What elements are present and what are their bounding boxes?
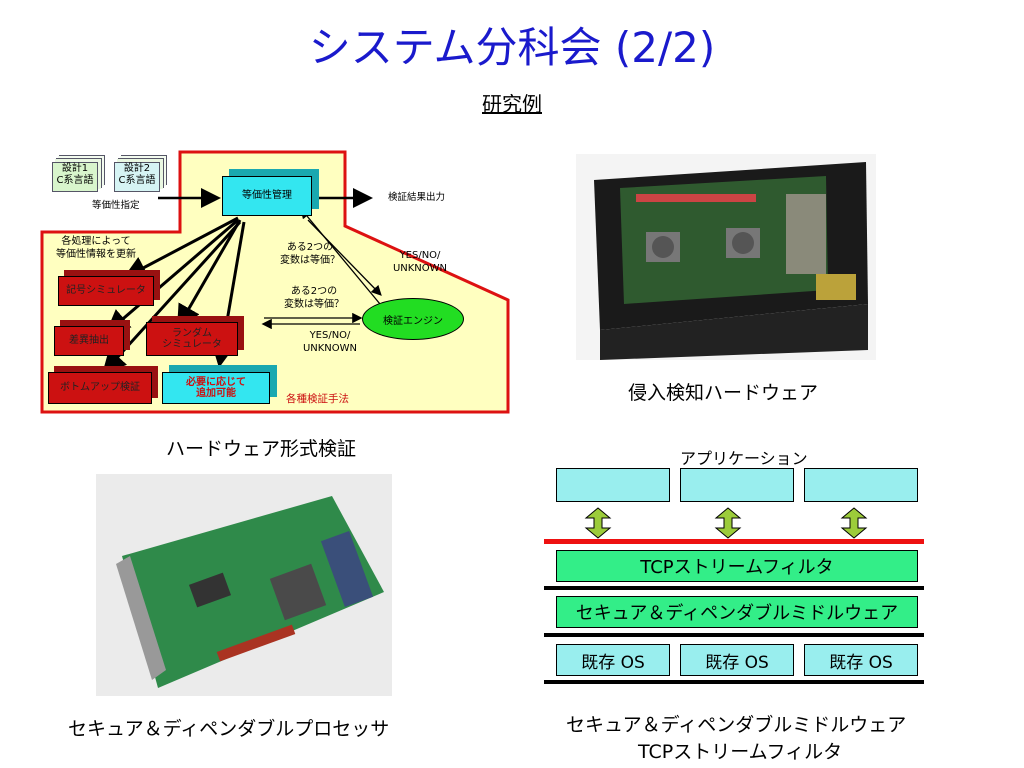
os-box-1: 既存 OS — [556, 644, 670, 676]
answer-1: YES/NO/ UNKNOWN — [384, 250, 456, 275]
caption-middleware-1: セキュア＆ディペンダブルミドルウェア — [566, 714, 907, 736]
q2-line1: ある2つの — [290, 286, 338, 297]
doc2-line1: 設計2 — [123, 163, 151, 174]
caption-middleware-2: TCPストリームフィルタ — [638, 741, 843, 763]
application-label: アプリケーション — [680, 449, 808, 468]
doc2-line2: C系言語 — [118, 174, 156, 186]
intrusion-hardware-photo — [576, 154, 876, 360]
question-1: ある2つの 変数は等価？ — [268, 242, 352, 267]
app-box-1 — [556, 468, 670, 502]
random-sim-line1: ランダム — [172, 327, 212, 339]
separator-line-1 — [544, 586, 924, 590]
bottom-up-box: ボトムアップ検証 — [48, 372, 152, 404]
doc1-line1: 設計1 — [61, 163, 89, 174]
equiv-management-box: 等価性管理 — [222, 176, 312, 216]
design-doc-2: 設計2 C系言語 — [114, 162, 160, 192]
q1-line2: 変数は等価？ — [280, 254, 340, 266]
separator-line-3 — [544, 680, 924, 684]
design-doc-1: 設計1 C系言語 — [52, 162, 98, 192]
processor-board-photo — [96, 474, 392, 696]
os-box-2: 既存 OS — [680, 644, 794, 676]
double-arrow-icon — [714, 507, 742, 539]
a2-line1: YES/NO/ — [309, 330, 351, 341]
app-box-2 — [680, 468, 794, 502]
app-box-3 — [804, 468, 918, 502]
methods-label: 各種検証手法 — [286, 393, 349, 405]
random-simulator-box: ランダムシミュレータ — [146, 322, 238, 356]
diff-extract-box: 差異抽出 — [54, 326, 124, 356]
add-as-needed-box: 必要に応じて追加可能 — [162, 372, 270, 404]
slide-title: システム分科会 (2/2) — [308, 23, 716, 72]
double-arrow-icon — [584, 507, 612, 539]
os-box-3: 既存 OS — [804, 644, 918, 676]
update-note-line2: 等価性情報を更新 — [56, 248, 136, 260]
caption-processor: セキュア＆ディペンダブルプロセッサ — [68, 718, 390, 740]
random-sim-line2: シミュレータ — [162, 339, 222, 350]
equiv-spec-label: 等価性指定 — [92, 200, 140, 211]
q1-line1: ある2つの — [286, 242, 334, 253]
result-output-label: 検証結果出力 — [388, 192, 446, 203]
add-line2: 追加可能 — [196, 388, 236, 399]
slide-subtitle: 研究例 — [482, 92, 542, 116]
a1-line2: UNKNOWN — [392, 262, 448, 274]
q2-line2: 変数は等価？ — [284, 298, 344, 310]
update-note-line1: 各処理によって — [61, 236, 131, 247]
question-2: ある2つの 変数は等価？ — [272, 286, 356, 311]
double-arrow-icon — [840, 507, 868, 539]
a1-line1: YES/NO/ — [399, 250, 441, 261]
add-line1: 必要に応じて — [186, 376, 246, 388]
formal-verification-diagram: 設計1 C系言語 設計2 C系言語 等価性指定 等価性管理 検証結果出力 各処理… — [40, 148, 510, 418]
chassis-illustration — [594, 162, 868, 360]
verification-engine: 検証エンジン — [362, 298, 464, 340]
symbolic-simulator-box: 記号シミュレータ — [58, 276, 154, 306]
a2-line2: UNKNOWN — [302, 342, 358, 354]
doc1-line2: C系言語 — [56, 174, 94, 186]
caption-hw-formal: ハードウェア形式検証 — [166, 438, 357, 460]
middleware-layer: セキュア＆ディペンダブルミドルウェア — [556, 596, 918, 628]
separator-line-2 — [544, 633, 924, 637]
red-separator — [544, 539, 924, 544]
update-note: 各処理によって 等価性情報を更新 — [48, 236, 144, 261]
caption-intrusion: 侵入検知ハードウェア — [628, 382, 819, 404]
bidirectional-arrows — [584, 507, 868, 539]
tcp-filter-layer: TCPストリームフィルタ — [556, 550, 918, 582]
answer-2: YES/NO/ UNKNOWN — [292, 330, 368, 355]
board-illustration — [116, 496, 384, 688]
